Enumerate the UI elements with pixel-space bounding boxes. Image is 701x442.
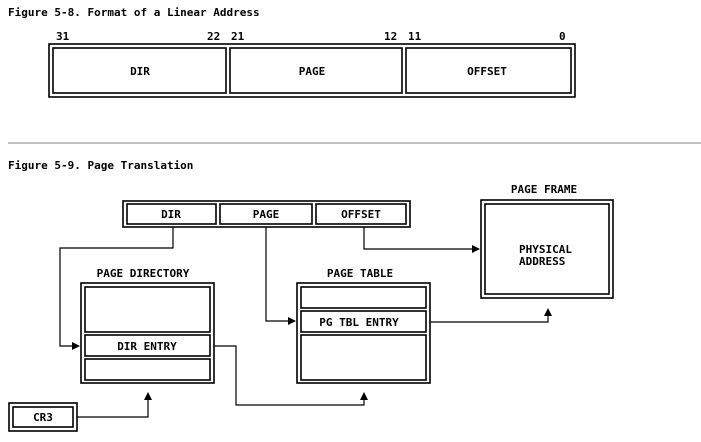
connector-offset-to-page-frame xyxy=(363,227,480,253)
page-frame-address-label: ADDRESS xyxy=(519,255,565,268)
page-table-title: PAGE TABLE xyxy=(327,267,393,280)
figure-5-9-caption: Figure 5-9. Page Translation xyxy=(8,159,193,172)
page-field-label: PAGE xyxy=(299,65,326,78)
bit-label-11: 11 xyxy=(408,30,422,43)
figure-5-8-caption: Figure 5-8. Format of a Linear Address xyxy=(8,6,260,19)
connector-offset-line xyxy=(363,227,474,250)
page-directory: DIR ENTRY xyxy=(80,282,215,384)
offset-field-box xyxy=(405,47,572,94)
linear-address-outer-frame xyxy=(48,43,576,98)
bit-label-22: 22 xyxy=(207,30,220,43)
page-directory-lower-section xyxy=(84,358,211,381)
dir-entry-box xyxy=(84,334,211,357)
bit-label-31: 31 xyxy=(56,30,70,43)
page-directory-title: PAGE DIRECTORY xyxy=(97,267,190,280)
connector-dir-entry-arrowhead xyxy=(360,392,368,400)
bit-label-0: 0 xyxy=(559,30,566,43)
connector-page-arrowhead xyxy=(288,317,296,325)
connector-dir-entry-line xyxy=(214,345,365,406)
cr3-label: CR3 xyxy=(33,411,53,424)
linear-address-format: DIR PAGE OFFSET xyxy=(48,43,576,98)
page-frame-outer-box xyxy=(480,199,614,299)
translation-offset-box xyxy=(315,203,407,225)
connector-cr3-arrowhead xyxy=(144,392,152,400)
connector-dir-line xyxy=(59,227,174,347)
connector-pg-tbl-entry-line xyxy=(430,314,549,323)
page-field-box xyxy=(229,47,403,94)
connector-pg-tbl-entry-arrowhead xyxy=(544,308,552,316)
bit-label-12: 12 xyxy=(384,30,397,43)
page-table: PG TBL ENTRY xyxy=(296,282,431,384)
translation-offset-label: OFFSET xyxy=(341,208,381,221)
connector-dir-to-page-directory xyxy=(59,227,174,350)
bit-label-21: 21 xyxy=(231,30,245,43)
connector-dir-arrowhead xyxy=(72,342,80,350)
cr3-inner-box xyxy=(12,406,74,428)
page-directory-outer-box xyxy=(80,282,215,384)
translation-dir-label: DIR xyxy=(161,208,181,221)
page-table-upper-section xyxy=(300,286,427,309)
page-table-lower-section xyxy=(300,334,427,381)
connector-dir-entry-to-page-table xyxy=(214,345,368,406)
dir-field-box xyxy=(52,47,227,94)
connector-cr3-to-page-directory xyxy=(77,392,152,418)
pg-tbl-entry-label: PG TBL ENTRY xyxy=(319,316,399,329)
page-frame-title: PAGE FRAME xyxy=(511,183,577,196)
page-directory-upper-section xyxy=(84,286,211,333)
translation-page-box xyxy=(219,203,313,225)
connector-offset-arrowhead xyxy=(472,245,480,253)
page-table-outer-box xyxy=(296,282,431,384)
translation-dir-box xyxy=(126,203,217,225)
connector-page-line xyxy=(265,227,290,322)
connector-cr3-line xyxy=(77,398,149,418)
connector-page-to-page-table xyxy=(265,227,296,325)
dir-field-label: DIR xyxy=(130,65,150,78)
translation-linear-address: DIR PAGE OFFSET xyxy=(122,200,411,228)
offset-field-label: OFFSET xyxy=(467,65,507,78)
page-frame-physical-label: PHYSICAL xyxy=(519,243,572,256)
connector-pg-tbl-entry-to-page-frame xyxy=(430,308,552,323)
pg-tbl-entry-box xyxy=(300,310,427,333)
page-frame: PHYSICAL ADDRESS xyxy=(480,199,614,299)
translation-page-label: PAGE xyxy=(253,208,280,221)
page-frame-inner-box xyxy=(484,203,610,295)
cr3-register: CR3 xyxy=(8,402,78,432)
dir-entry-label: DIR ENTRY xyxy=(117,340,177,353)
